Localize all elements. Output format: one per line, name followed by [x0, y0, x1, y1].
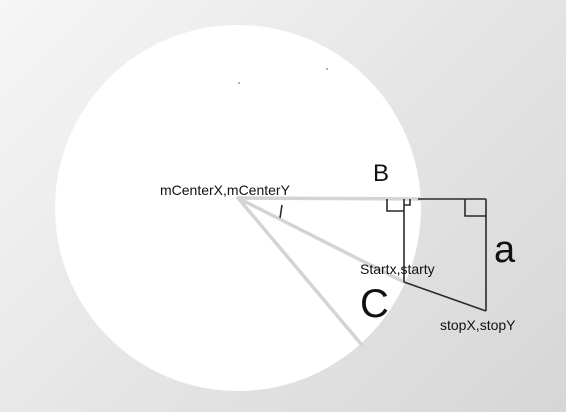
- horizontal-radius-line: [236, 196, 422, 201]
- right-angle-marker-start: [404, 199, 411, 206]
- angle-tick-mark: [279, 204, 283, 219]
- start-point-label: Startx,starty: [360, 261, 435, 277]
- line-start-to-stop: [403, 281, 487, 312]
- side-c-label: C: [360, 282, 389, 326]
- stop-point-label: stopX,stopY: [440, 317, 516, 333]
- circle: [55, 25, 421, 391]
- radius-line-lower: [236, 196, 363, 346]
- segment-b-label: B: [373, 160, 390, 187]
- right-angle-marker-b: [386, 199, 404, 212]
- right-angle-marker-corner: [464, 199, 486, 217]
- side-a-label: a: [494, 229, 516, 271]
- speck-mark: [326, 68, 328, 70]
- center-point-label: mCenterX,mCenterY: [160, 182, 290, 198]
- speck-mark: [238, 82, 240, 84]
- radius-line-to-start: [236, 196, 406, 284]
